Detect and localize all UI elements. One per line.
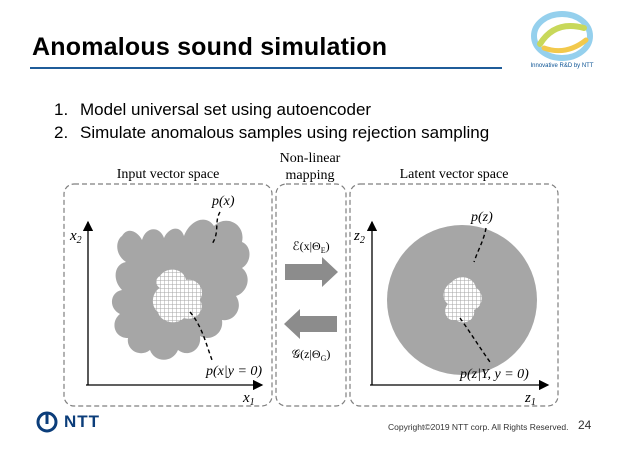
latent-dist-leader [473,227,487,263]
input-space-panel [63,183,273,407]
input-space-title: Input vector space [117,167,220,182]
input-distribution-label: p(x) [211,194,235,209]
input-y-axis-label: x2 [69,228,82,246]
bullet-item-2: 2.Simulate anomalous samples using rejec… [54,123,490,142]
input-x-axis-label: x1 [242,390,255,408]
latent-distribution-label: p(z) [470,210,493,225]
innovative-rd-logo: Innovative R&D by NTT [530,11,594,69]
mapping-title-line2: mapping [286,168,335,183]
latent-y-axis-label: z2 [353,228,365,246]
ntt-wordmark: NTT [64,412,101,431]
bullet-item-1: 1.Model universal set using autoencoder [54,100,372,119]
latent-x-axis-label: z1 [524,390,536,408]
title-underline [30,67,502,69]
latent-space-title: Latent vector space [400,167,509,182]
input-conditional-label: p(x|y = 0) [205,364,262,379]
decoder-label: 𝒢(z|ΘG) [292,347,331,363]
ntt-footer-logo: NTT [36,411,100,433]
copyright-notice: Copyright©2019 NTT corp. All Rights Rese… [388,422,569,432]
mapping-panel [275,183,347,407]
logo-tagline: Innovative R&D by NTT [530,63,593,69]
encoder-arrow [285,257,338,287]
bullet-list: 1.Model universal set using autoencoder … [54,98,489,144]
latent-anomalous-region [443,277,482,323]
ntt-symbol-icon [36,411,58,433]
latent-space-panel [349,183,559,407]
input-anomalous-region [152,269,203,323]
decoder-arrow [284,309,337,339]
slide-title: Anomalous sound simulation [32,33,388,61]
input-dist-leader [211,211,221,245]
mapping-title-line1: Non-linear [280,151,341,166]
latent-conditional-label: p(z|Υ, y = 0) [459,367,529,382]
encoder-label: ℰ(x|ΘE) [292,239,329,255]
page-number: 24 [578,418,592,432]
